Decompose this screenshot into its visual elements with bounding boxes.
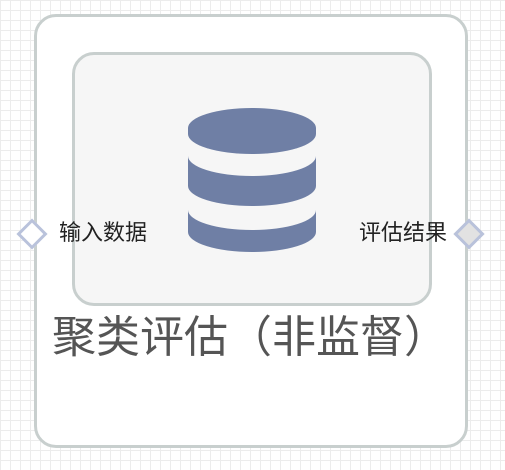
output-port-label: 评估结果	[358, 221, 447, 246]
database-icon	[188, 108, 316, 252]
input-port-label: 输入数据	[59, 221, 148, 246]
node-title: 聚类评估（非监督）	[52, 312, 448, 363]
